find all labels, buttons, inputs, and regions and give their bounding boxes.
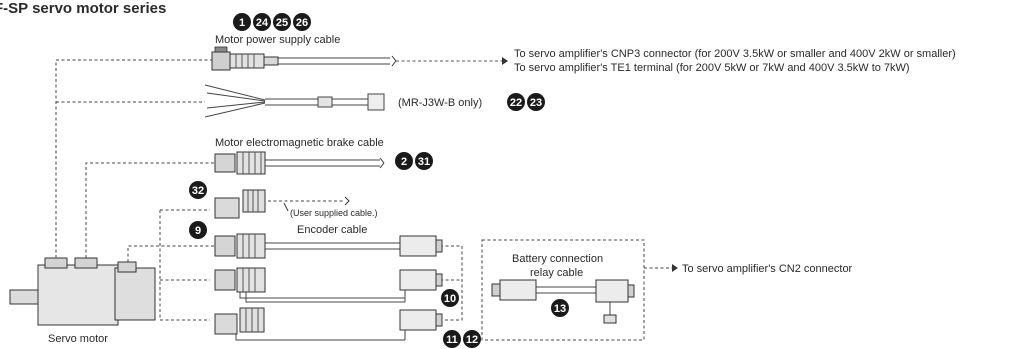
marker-24: 24 bbox=[253, 13, 271, 31]
cnp3-label: To servo amplifier's CNP3 connector (for… bbox=[514, 48, 956, 60]
encoder-cable-row-2 bbox=[214, 267, 443, 303]
power-supply-cable bbox=[211, 46, 508, 71]
cn2-arrowhead bbox=[672, 264, 678, 272]
svg-text:26: 26 bbox=[296, 17, 308, 29]
marker-2: 2 bbox=[395, 152, 413, 170]
power-cable-label: Motor power supply cable bbox=[215, 34, 340, 46]
svg-text:25: 25 bbox=[276, 17, 288, 29]
svg-text:12: 12 bbox=[466, 334, 478, 346]
svg-text:31: 31 bbox=[418, 156, 430, 168]
battery-relay-cable bbox=[491, 279, 635, 324]
marker-13: 13 bbox=[551, 299, 569, 317]
marker-32: 32 bbox=[189, 181, 207, 199]
marker-26: 26 bbox=[293, 13, 311, 31]
diagram-title: F-SP servo motor series bbox=[0, 0, 166, 17]
mr-j3w-cable bbox=[204, 84, 385, 118]
marker-10: 10 bbox=[441, 289, 459, 307]
encoder-cable-row-3 bbox=[214, 307, 443, 341]
user-supplied-connector bbox=[214, 189, 350, 219]
mr-j3w-label: (MR-J3W-B only) bbox=[398, 97, 482, 109]
battery-relay-label-2: relay cable bbox=[530, 267, 583, 279]
svg-text:22: 22 bbox=[510, 97, 522, 109]
svg-text:23: 23 bbox=[530, 97, 542, 109]
motor-connection-lines bbox=[55, 59, 672, 341]
svg-text:9: 9 bbox=[195, 225, 201, 237]
markers: 1 24 25 26 22 23 2 31 32 9 10 13 11 12 bbox=[189, 13, 569, 348]
marker-9: 9 bbox=[189, 221, 207, 239]
svg-text:1: 1 bbox=[239, 17, 245, 29]
battery-relay-label-1: Battery connection bbox=[512, 253, 603, 265]
marker-31: 31 bbox=[415, 152, 433, 170]
svg-text:11: 11 bbox=[446, 334, 458, 346]
user-supplied-label: (User supplied cable.) bbox=[290, 208, 378, 218]
encoder-cable-row-1 bbox=[214, 233, 443, 259]
marker-1: 1 bbox=[233, 13, 251, 31]
marker-23: 23 bbox=[527, 93, 545, 111]
svg-text:32: 32 bbox=[192, 185, 204, 197]
brake-cable bbox=[214, 151, 385, 175]
servo-motor bbox=[9, 257, 156, 326]
marker-12: 12 bbox=[463, 330, 481, 348]
svg-text:13: 13 bbox=[554, 303, 566, 315]
marker-25: 25 bbox=[273, 13, 291, 31]
svg-text:24: 24 bbox=[256, 17, 269, 29]
marker-11: 11 bbox=[443, 330, 461, 348]
encoder-cable-label: Encoder cable bbox=[297, 224, 367, 236]
servo-motor-label: Servo motor bbox=[48, 333, 108, 345]
marker-22: 22 bbox=[507, 93, 525, 111]
te1-label: To servo amplifier's TE1 terminal (for 2… bbox=[514, 62, 910, 74]
svg-text:2: 2 bbox=[401, 156, 407, 168]
brake-cable-label: Motor electromagnetic brake cable bbox=[215, 137, 384, 149]
cn2-label: To servo amplifier's CN2 connector bbox=[682, 263, 853, 275]
svg-text:10: 10 bbox=[444, 293, 456, 305]
